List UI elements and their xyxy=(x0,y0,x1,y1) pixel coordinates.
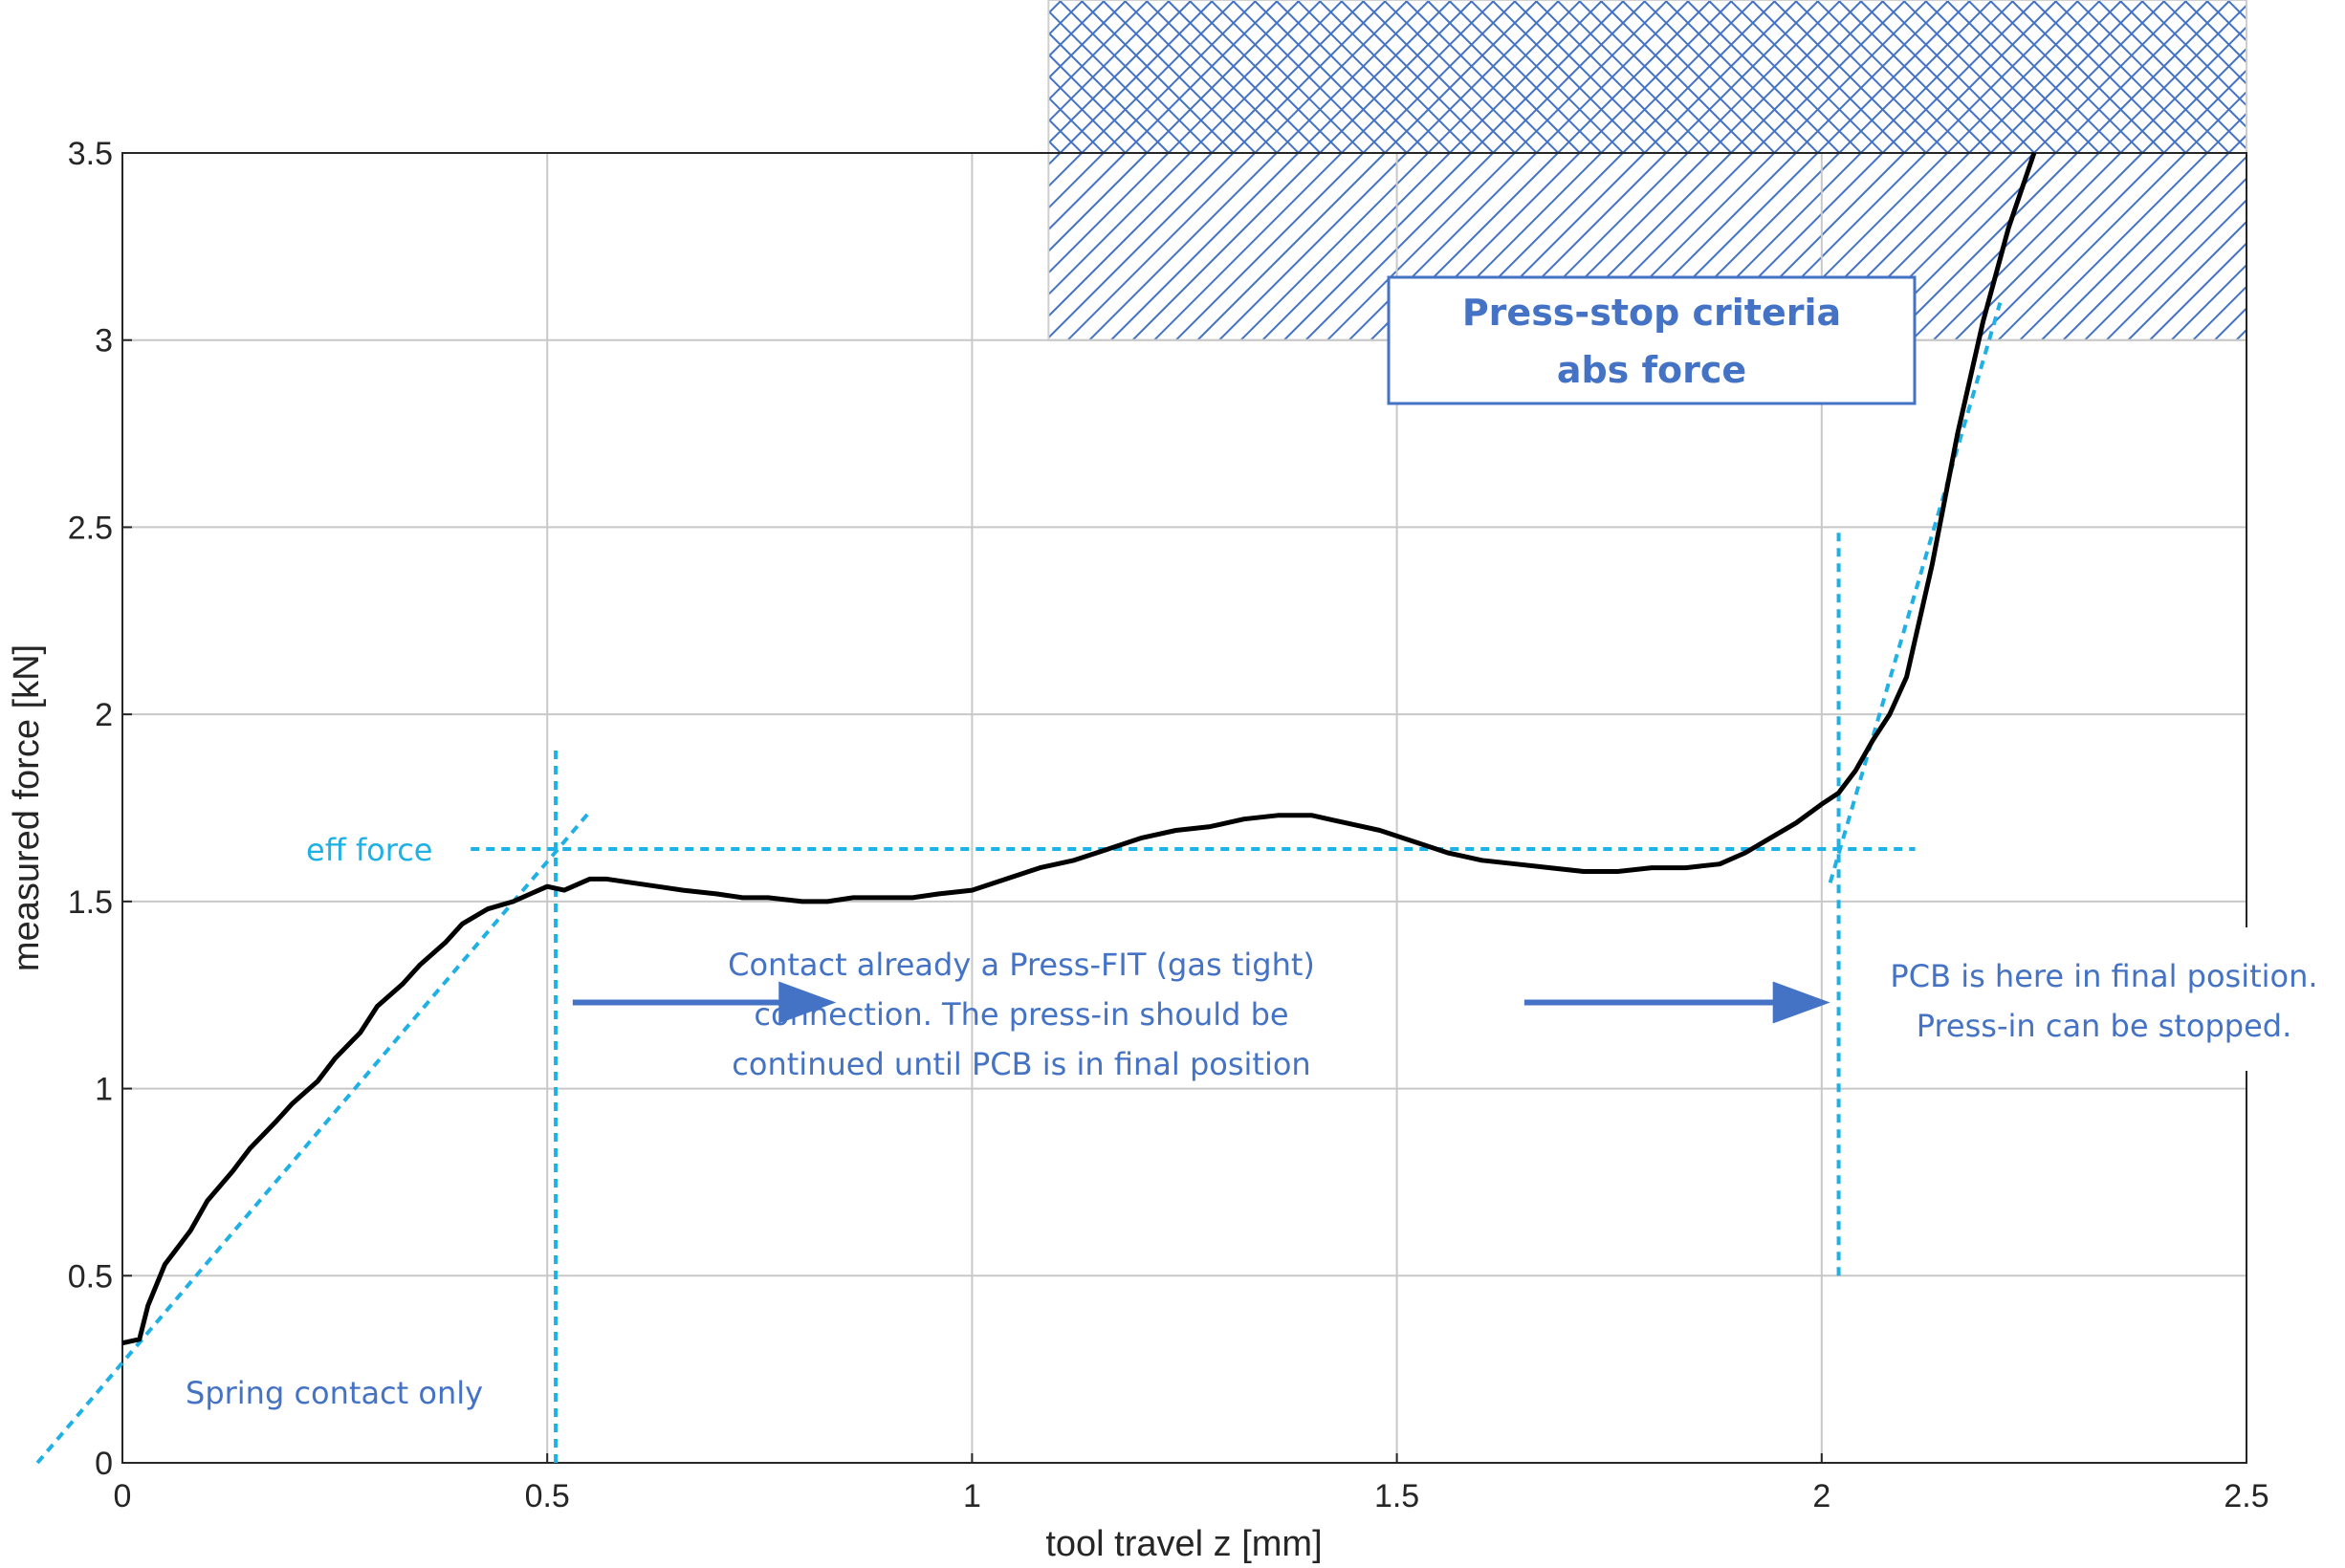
final-position-line-2: Press-in can be stopped. xyxy=(1917,1008,2292,1044)
y-tick-label: 1 xyxy=(95,1072,113,1108)
press-fit-line-3: continued until PCB is in final position xyxy=(732,1046,1310,1082)
x-tick-label: 2 xyxy=(1812,1478,1830,1514)
press-stop-subtitle: abs force xyxy=(1557,349,1746,391)
plot-area xyxy=(122,153,2246,1463)
plot-frame xyxy=(121,152,2247,1464)
y-tick-label: 0.5 xyxy=(68,1258,113,1295)
y-tick-label: 2.5 xyxy=(68,510,113,546)
y-tick-label: 0 xyxy=(95,1446,113,1482)
press-stop-box xyxy=(1387,275,1917,405)
x-axis-label: tool travel z [mm] xyxy=(1045,1524,1322,1564)
force-curve-line xyxy=(121,152,2037,1346)
reference-line-tangent xyxy=(35,810,592,1465)
press-fit-line-1: Contact already a Press-FIT (gas tight) xyxy=(728,947,1315,983)
final-position-box xyxy=(1853,927,2274,1071)
y-axis-ticks: 0 0.5 1 1.5 2 2.5 3 3.5 xyxy=(68,136,132,1482)
x-tick-label: 0.5 xyxy=(525,1478,570,1514)
x-tick-label: 1 xyxy=(963,1478,981,1514)
y-tick-label: 3.5 xyxy=(68,136,113,172)
press-stop-zones xyxy=(1047,0,2247,341)
zone-crosshatch xyxy=(1047,0,2247,154)
x-tick-label: 1.5 xyxy=(1374,1478,1419,1514)
y-tick-label: 3 xyxy=(95,323,113,359)
press-stop-title: Press-stop criteria xyxy=(1462,292,1841,334)
arrows xyxy=(572,981,1830,1024)
final-position-line-1: PCB is here in final position. xyxy=(1890,958,2317,994)
x-tick-label: 2.5 xyxy=(2224,1478,2268,1514)
press-fit-line-2: connection. The press-in should be xyxy=(754,996,1288,1033)
arrow-head xyxy=(778,981,837,1024)
x-tick-label: 0 xyxy=(114,1478,132,1514)
arrow-head xyxy=(1772,981,1830,1024)
y-axis-label: measured force [kN] xyxy=(7,644,47,971)
y-tick-label: 1.5 xyxy=(68,884,113,921)
spring-contact-label: Spring contact only xyxy=(186,1375,483,1411)
x-axis-ticks: 0 0.5 1 1.5 2 2.5 xyxy=(114,1453,2269,1514)
reference-lines xyxy=(35,302,2003,1465)
force-curves xyxy=(121,152,2037,1346)
eff-force-label: eff force xyxy=(306,832,432,868)
y-tick-label: 2 xyxy=(95,697,113,733)
